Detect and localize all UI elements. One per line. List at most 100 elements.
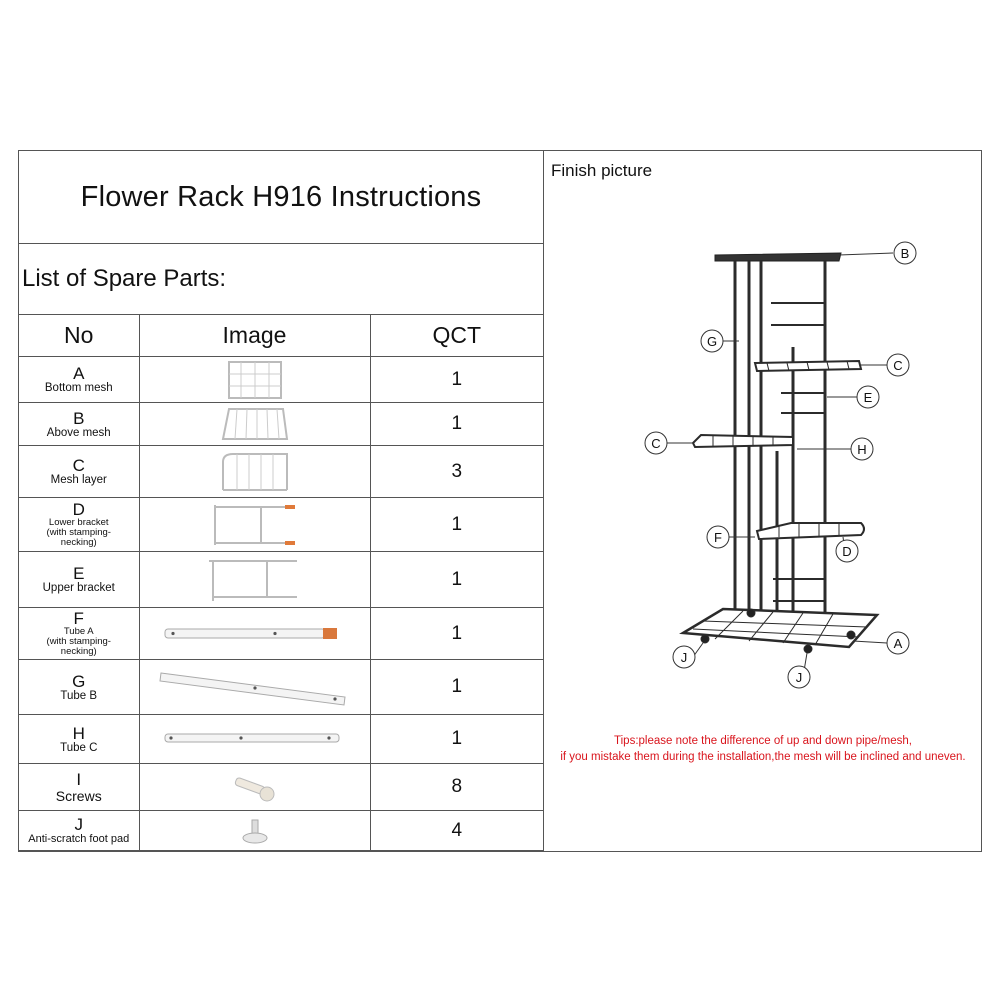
- screw-image: [234, 777, 274, 802]
- part-letter: J: [74, 815, 84, 834]
- part-no-cell: J Anti-scratch foot pad: [19, 810, 140, 851]
- callout-h: H: [850, 437, 874, 461]
- part-no-cell: F Tube A (with stamping- necking): [19, 607, 140, 660]
- part-description: Above mesh: [46, 426, 111, 439]
- finish-picture-panel: Finish picture: [543, 151, 983, 851]
- part-description: Tube A: [63, 626, 94, 637]
- callout-f-text: F: [714, 530, 722, 545]
- assembly-tip: Tips:please note the difference of up an…: [543, 733, 983, 765]
- part-image-cell: [138, 810, 371, 851]
- parts-column: Flower Rack H916 Instructions List of Sp…: [19, 151, 544, 851]
- parts-table: No Image QCT A Bottom mesh: [19, 315, 543, 851]
- tube-a-image: [164, 627, 337, 639]
- part-description-note: (with stamping-: [46, 636, 111, 647]
- page-title: Flower Rack H916 Instructions: [19, 151, 543, 244]
- part-quantity: 1: [451, 568, 463, 590]
- part-qty-cell: 1: [369, 551, 543, 608]
- part-image-cell: [138, 763, 371, 811]
- part-letter: I: [76, 769, 82, 789]
- rack-frame: [679, 252, 880, 654]
- table-row: J Anti-scratch foot pad 4: [19, 810, 543, 851]
- above-mesh-image: [221, 408, 288, 440]
- table-row: A Bottom mesh 1: [19, 356, 543, 403]
- tube-c-image: [164, 733, 339, 743]
- part-description: Mesh layer: [50, 474, 107, 486]
- part-no-cell: H Tube C: [19, 714, 140, 764]
- part-qty-cell: 1: [369, 659, 543, 715]
- table-row: I Screws 8: [19, 763, 543, 811]
- callout-j-left-text: J: [681, 650, 688, 665]
- header-no: No: [19, 315, 140, 357]
- part-description: Tube C: [60, 741, 98, 754]
- part-image-cell: [138, 607, 371, 660]
- tip-line-2: if you mistake them during the installat…: [560, 751, 966, 763]
- part-image-cell: [138, 356, 371, 403]
- part-letter: G: [72, 671, 86, 691]
- header-qct: QCT: [369, 315, 543, 357]
- callout-c-upper: C: [886, 353, 910, 377]
- table-row: C Mesh layer 3: [19, 445, 543, 498]
- part-description-note: (with stamping-: [46, 527, 111, 538]
- upper-bracket-image: [208, 559, 297, 601]
- callout-h-text: H: [857, 442, 866, 457]
- part-image-cell: [138, 497, 371, 552]
- part-qty-cell: 1: [369, 714, 543, 764]
- part-description: Anti-scratch foot pad: [28, 833, 130, 845]
- callout-g: G: [700, 329, 724, 353]
- part-letter: H: [72, 723, 85, 743]
- part-letter: C: [72, 456, 85, 475]
- table-row: E Upper bracket 1: [19, 551, 543, 608]
- callout-e-text: E: [864, 390, 873, 405]
- part-image-cell: [138, 659, 371, 715]
- part-description: Upper bracket: [42, 582, 115, 594]
- part-letter: F: [73, 609, 84, 628]
- finish-picture-label: Finish picture: [551, 161, 653, 180]
- table-header-row: No Image QCT: [19, 315, 543, 357]
- part-quantity: 1: [451, 622, 463, 644]
- tip-line-1: Tips:please note the difference of up an…: [614, 735, 912, 747]
- table-row: F Tube A (with stamping- necking) 1: [19, 607, 543, 660]
- part-description-note: necking): [60, 646, 97, 657]
- callout-a: A: [886, 631, 910, 655]
- part-image-cell: [138, 714, 371, 764]
- part-description: Bottom mesh: [44, 382, 113, 394]
- part-image-cell: [138, 551, 371, 608]
- part-quantity: 1: [451, 728, 463, 749]
- part-quantity: 1: [451, 368, 463, 390]
- table-row: D Lower bracket (with stamping- necking): [19, 497, 543, 552]
- callout-labels: B G C E C H F D A J J: [644, 241, 917, 689]
- part-qty-cell: 1: [369, 607, 543, 660]
- part-no-cell: I Screws: [19, 763, 140, 811]
- callout-f: F: [706, 525, 730, 549]
- part-quantity: 1: [451, 676, 463, 697]
- part-qty-cell: 8: [369, 763, 543, 811]
- part-qty-cell: 1: [369, 497, 543, 552]
- part-qty-cell: 3: [369, 445, 543, 498]
- part-qty-cell: 1: [369, 356, 543, 403]
- part-no-cell: B Above mesh: [19, 402, 140, 446]
- part-quantity: 1: [451, 413, 463, 434]
- callout-c-lower-text: C: [651, 436, 660, 451]
- callout-d: D: [835, 539, 859, 563]
- part-quantity: 1: [451, 513, 463, 535]
- part-letter: E: [73, 564, 85, 583]
- part-image-cell: [138, 402, 371, 446]
- part-description: Screws: [55, 787, 102, 804]
- part-no-cell: G Tube B: [19, 659, 140, 715]
- callout-e: E: [856, 385, 880, 409]
- table-row: B Above mesh 1: [19, 402, 543, 446]
- callout-j-right-text: J: [796, 670, 803, 685]
- bottom-mesh-image: [227, 360, 282, 399]
- table-row: H Tube C 1: [19, 714, 543, 764]
- part-qty-cell: 4: [369, 810, 543, 851]
- header-image: Image: [138, 315, 371, 357]
- callout-j-left: J: [672, 645, 696, 669]
- part-no-cell: C Mesh layer: [19, 445, 140, 498]
- callout-b-text: B: [901, 246, 910, 261]
- part-no-cell: D Lower bracket (with stamping- necking): [19, 497, 140, 552]
- mesh-layer-image: [221, 452, 288, 491]
- part-letter: D: [72, 500, 85, 519]
- callout-c-upper-text: C: [893, 358, 902, 373]
- part-letter: B: [73, 408, 85, 428]
- part-no-cell: E Upper bracket: [19, 551, 140, 608]
